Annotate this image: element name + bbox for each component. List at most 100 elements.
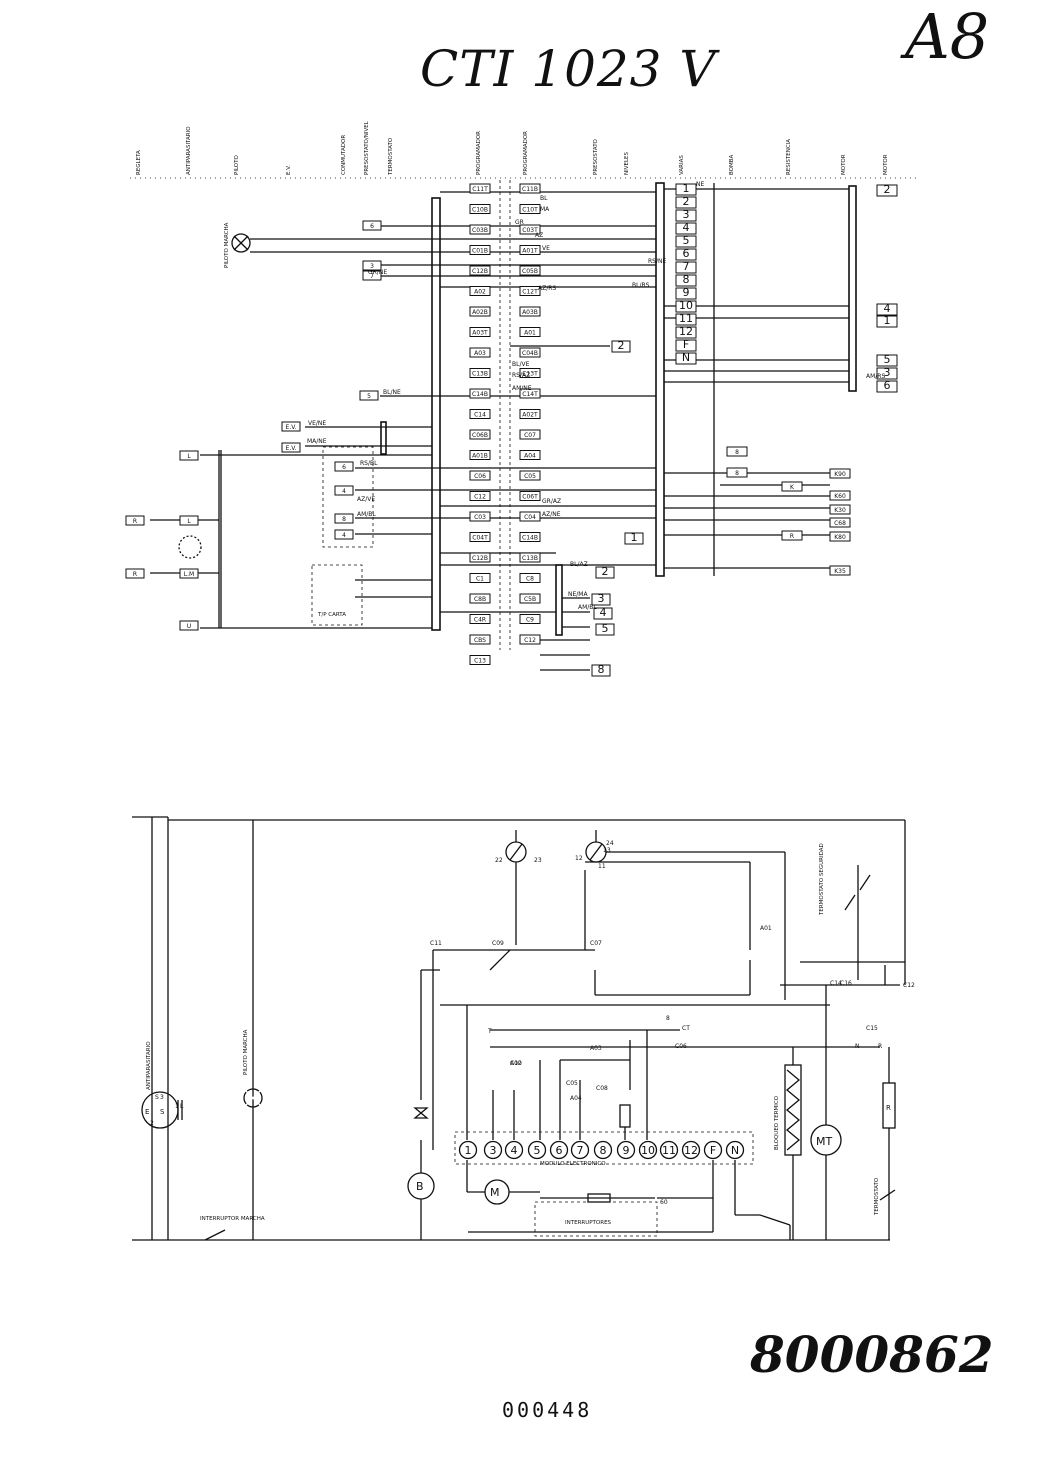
motor-label: MT bbox=[816, 1135, 832, 1148]
svg-text:R: R bbox=[133, 518, 137, 525]
header-antiparasitario: ANTIPARASITARIO bbox=[186, 126, 192, 175]
varias-terminal-9: 10 bbox=[675, 299, 697, 313]
left-block-3: 3 bbox=[362, 260, 382, 271]
svg-text:4: 4 bbox=[342, 532, 346, 539]
svg-text:C13T: C13T bbox=[522, 371, 538, 378]
svg-text:R: R bbox=[133, 571, 137, 578]
wire-color-20: AM/NE bbox=[512, 385, 532, 392]
svg-text:A01B: A01B bbox=[472, 453, 488, 460]
schematic-label-5: C16 bbox=[840, 980, 852, 987]
program-contact-21: C14T bbox=[519, 388, 541, 399]
svg-text:8: 8 bbox=[598, 663, 605, 676]
svg-text:A01T: A01T bbox=[522, 248, 538, 255]
schematic-label-10: A04 bbox=[570, 1095, 582, 1102]
svg-text:5: 5 bbox=[884, 353, 891, 366]
program-contact-5: C03T bbox=[519, 224, 541, 235]
svg-text:8: 8 bbox=[342, 516, 346, 523]
varias-terminal-7: 8 bbox=[675, 273, 697, 287]
wire-color-0: NE bbox=[696, 181, 704, 188]
svg-text:C5B: C5B bbox=[524, 596, 536, 603]
left-terminal-0: R bbox=[125, 515, 145, 526]
left-block-6: 6 bbox=[334, 461, 354, 472]
svg-text:C14B: C14B bbox=[472, 391, 488, 398]
header-presostato-nivel: PRESOSTATO/NIVEL bbox=[364, 120, 370, 175]
svg-text:C06T: C06T bbox=[522, 494, 538, 501]
upper-wires bbox=[150, 188, 849, 671]
interruptores-caption: INTERRUPTORES bbox=[565, 1220, 612, 1226]
svg-text:1: 1 bbox=[683, 182, 690, 195]
schematic-label-8: A01 bbox=[760, 925, 772, 932]
wire-color-7: GR/NE bbox=[368, 269, 387, 276]
left-terminal-1: L bbox=[179, 515, 199, 526]
svg-text:11: 11 bbox=[679, 312, 693, 325]
svg-text:12: 12 bbox=[684, 1144, 698, 1157]
program-contact-4: C03B bbox=[469, 224, 491, 235]
svg-text:A03: A03 bbox=[474, 350, 486, 357]
schematic-label-19: 2 bbox=[150, 1120, 154, 1127]
module-terminal-5: 5 bbox=[527, 1140, 547, 1160]
module-terminal-8: 8 bbox=[593, 1140, 613, 1160]
svg-text:C1: C1 bbox=[476, 576, 484, 583]
svg-text:E.V.: E.V. bbox=[286, 445, 297, 452]
wire-color-12: AZ/VE bbox=[357, 496, 375, 503]
svg-text:3: 3 bbox=[884, 366, 891, 379]
pilot-lamp-upper: PILOTO MARCHA bbox=[224, 222, 251, 268]
svg-text:7: 7 bbox=[683, 260, 690, 273]
wire-color-labels: NEBLMAGRAZVERS/NEGR/NEBL/NEVE/NEMA/NEAZ/… bbox=[307, 181, 885, 611]
program-contact-44: CBS bbox=[469, 634, 491, 645]
block-caption: T/P CARTA bbox=[317, 612, 346, 618]
varias-terminal-5: 6 bbox=[675, 247, 697, 261]
wire-color-14: GR/AZ bbox=[542, 498, 561, 505]
svg-text:C9: C9 bbox=[526, 617, 534, 624]
module-terminal-12: 12 bbox=[681, 1140, 701, 1160]
svg-text:4: 4 bbox=[511, 1144, 518, 1157]
svg-text:CBS: CBS bbox=[474, 637, 486, 644]
pump-letter: B bbox=[416, 1180, 424, 1193]
schematic-label-26: T bbox=[487, 1028, 492, 1035]
schematic-label-4: C15 bbox=[866, 1025, 878, 1032]
module-terminal-10: 10 bbox=[638, 1140, 658, 1160]
svg-text:F: F bbox=[683, 338, 689, 351]
program-contact-30: C12 bbox=[469, 491, 491, 501]
program-contact-6: C01B bbox=[469, 245, 491, 255]
schematic-label-20: 3 bbox=[160, 1094, 164, 1101]
schematic-label-14: C06 bbox=[675, 1043, 687, 1050]
svg-text:C04: C04 bbox=[524, 514, 536, 521]
motor-terminal-4: 3 bbox=[876, 366, 898, 380]
schematic-label-2: C07 bbox=[590, 940, 602, 947]
svg-text:5: 5 bbox=[367, 393, 371, 400]
svg-text:6: 6 bbox=[342, 464, 346, 471]
right-terminal-1: K bbox=[781, 481, 803, 492]
svg-text:6: 6 bbox=[683, 247, 690, 260]
svg-text:6: 6 bbox=[556, 1144, 563, 1157]
program-contact-37: C13B bbox=[519, 552, 541, 563]
wire-color-16: BL/AZ bbox=[570, 561, 588, 568]
svg-text:C10T: C10T bbox=[522, 207, 538, 214]
svg-text:C12T: C12T bbox=[522, 289, 538, 296]
program-contact-9: C05B bbox=[519, 265, 541, 276]
schematic-label-27: R bbox=[878, 1043, 882, 1050]
svg-text:4: 4 bbox=[342, 488, 346, 495]
schematic-label-1: C09 bbox=[492, 940, 504, 947]
left-block-2: 6 bbox=[362, 220, 382, 231]
svg-text:A01: A01 bbox=[524, 330, 536, 337]
svg-text:4: 4 bbox=[600, 606, 607, 619]
header-bomba: BOMBA bbox=[729, 154, 735, 175]
pilot-lamp-schematic-label: PILOTO MARCHA bbox=[243, 1029, 249, 1075]
svg-text:C12B: C12B bbox=[472, 268, 488, 275]
right-terminal-3: 8 bbox=[726, 467, 748, 478]
pilot-lamp-label: PILOTO MARCHA bbox=[224, 222, 230, 268]
wire-color-2: MA bbox=[540, 206, 550, 213]
program-contact-20: C14B bbox=[469, 388, 491, 399]
interruptor-label: INTERRUPTOR MARCHA bbox=[200, 1216, 265, 1222]
svg-text:K60: K60 bbox=[834, 493, 846, 500]
varias-terminal-1: 2 bbox=[675, 195, 697, 209]
right-terminal-4: K90 bbox=[829, 468, 851, 479]
schematic-label-3: C10 bbox=[510, 1060, 522, 1067]
header-termostato: TERMOSTATO bbox=[388, 137, 394, 176]
left-terminal-3: L.M bbox=[179, 568, 199, 579]
varias-terminal-6: 7 bbox=[675, 260, 697, 274]
schematic-label-21: 1 bbox=[175, 1103, 179, 1110]
